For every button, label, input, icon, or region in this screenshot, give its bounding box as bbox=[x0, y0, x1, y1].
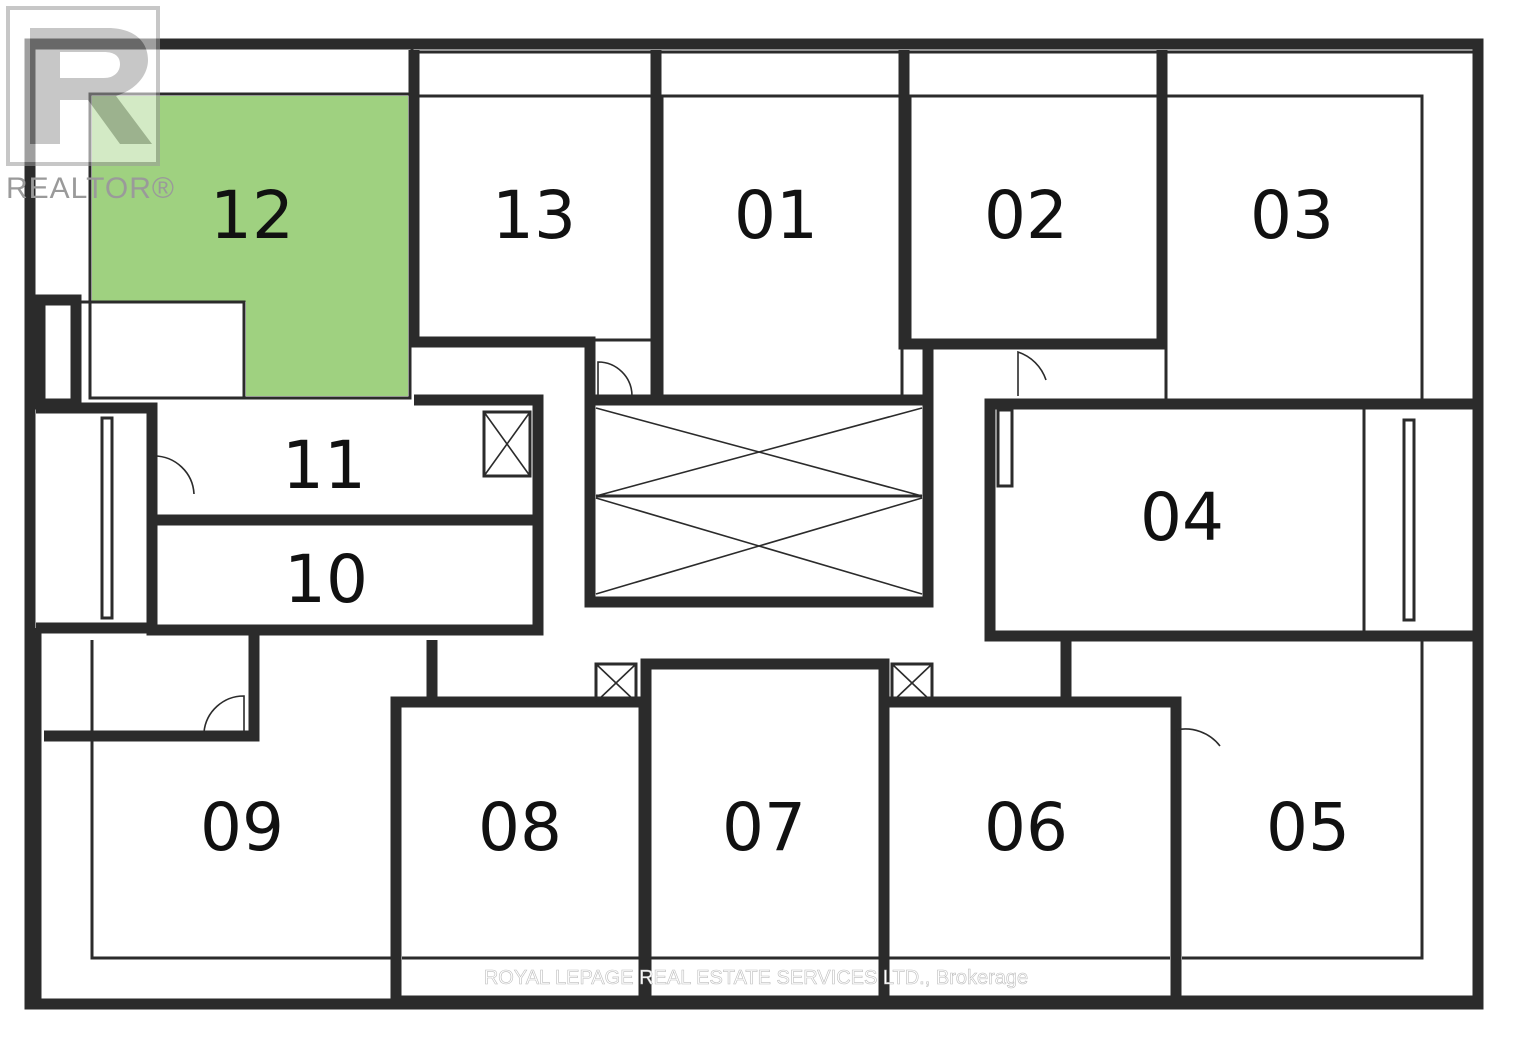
realtor-logo-text: REALTOR® bbox=[6, 172, 175, 205]
unit-11-wall bbox=[36, 394, 544, 526]
unit-label-09: 09 bbox=[200, 789, 284, 866]
unit-02-wall bbox=[898, 50, 1168, 350]
realtor-r-logo-icon bbox=[6, 6, 160, 166]
unit-09-inner bbox=[90, 640, 396, 960]
door-swing-02 bbox=[1017, 350, 1047, 396]
elevator-core bbox=[584, 394, 934, 608]
unit-label-12: 12 bbox=[210, 177, 294, 254]
window-strip-top bbox=[410, 44, 1478, 54]
unit-10-wall bbox=[146, 520, 544, 636]
brokerage-watermark: ROYAL LEPAGE REAL ESTATE SERVICES LTD., … bbox=[484, 967, 1028, 989]
door-swing-11 bbox=[153, 455, 195, 512]
elevator-x4 bbox=[595, 497, 923, 595]
unit-04-window bbox=[1402, 418, 1416, 622]
unit-04-door-frame bbox=[996, 408, 1014, 488]
door-swing-09 bbox=[203, 695, 245, 733]
unit-label-02: 02 bbox=[984, 177, 1068, 254]
unit-04-wall bbox=[984, 398, 1484, 642]
unit-label-07: 07 bbox=[722, 789, 806, 866]
unit-label-13: 13 bbox=[492, 177, 576, 254]
door-swing-05 bbox=[1175, 728, 1221, 790]
unit-12-highlight[interactable] bbox=[92, 96, 408, 396]
shaft-left-x2 bbox=[483, 411, 531, 477]
unit-label-05: 05 bbox=[1266, 789, 1350, 866]
shaft-07-left-x2 bbox=[595, 663, 637, 703]
unit-07-wall bbox=[640, 658, 890, 1010]
shaft-left bbox=[482, 410, 532, 478]
corridor-left-wall bbox=[80, 300, 246, 398]
left-small-room bbox=[34, 294, 82, 410]
unit-09-corridor bbox=[44, 632, 260, 742]
unit-label-04: 04 bbox=[1140, 479, 1224, 556]
unit-label-06: 06 bbox=[984, 789, 1068, 866]
unit-06-wall bbox=[884, 696, 1182, 1004]
elevator-x2 bbox=[595, 407, 923, 497]
unit-label-03: 03 bbox=[1250, 177, 1334, 254]
unit-05-inner bbox=[1072, 638, 1424, 960]
shaft-07-right-x2 bbox=[891, 663, 933, 703]
unit-13-wall bbox=[408, 50, 596, 400]
unit-label-01: 01 bbox=[734, 177, 818, 254]
unit-label-10: 10 bbox=[284, 541, 368, 618]
unit-label-11: 11 bbox=[282, 427, 366, 504]
left-window bbox=[100, 416, 114, 620]
door-swing-13 bbox=[597, 361, 633, 397]
shaft-07-left bbox=[594, 662, 638, 704]
unit-label-08: 08 bbox=[478, 789, 562, 866]
unit-02-inner bbox=[908, 94, 1160, 342]
